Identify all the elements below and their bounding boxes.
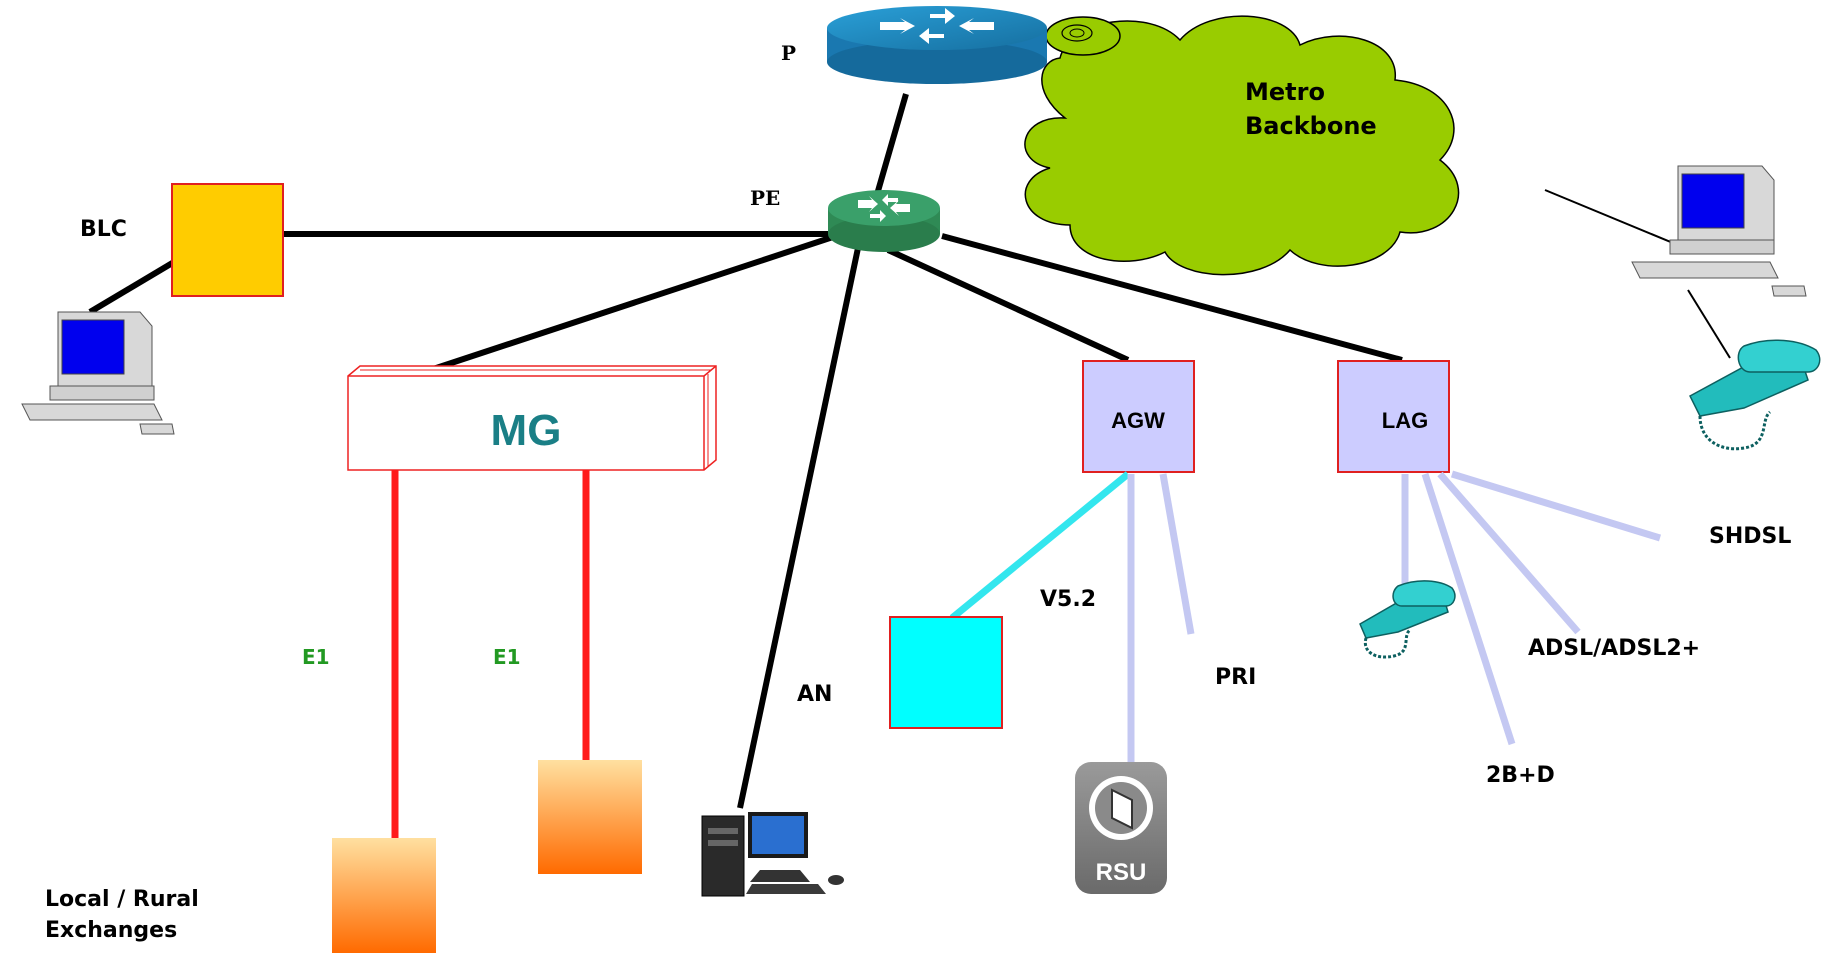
telephone-icon-right[interactable] — [1689, 339, 1821, 451]
rsu-label: RSU — [1096, 859, 1147, 886]
rsu-icon[interactable] — [1075, 762, 1167, 894]
pe-label: PE — [750, 186, 780, 210]
v52-node[interactable] — [889, 616, 1003, 729]
desktop-computer-icon[interactable] — [701, 812, 844, 897]
agw-node[interactable] — [1082, 360, 1195, 473]
an-label: AN — [797, 682, 832, 707]
link-cloud-pc — [1544, 189, 1691, 251]
telephone-icon-lag[interactable] — [1359, 580, 1456, 659]
shdsl-link — [1450, 470, 1662, 542]
p-label: P — [781, 41, 796, 65]
lag-label: LAG — [1382, 408, 1428, 433]
computer-icon-right[interactable] — [1631, 165, 1807, 297]
link-blc-pc — [88, 259, 176, 315]
adsl-link — [1437, 471, 1581, 635]
e1-label-right: E1 — [493, 645, 521, 669]
link-p-pe — [873, 93, 909, 199]
mg-node[interactable] — [347, 365, 717, 471]
agw-label: AGW — [1111, 408, 1165, 433]
exchanges-label: Local / Rural Exchanges — [45, 887, 206, 943]
link-pe-an — [737, 247, 861, 809]
backbone-links — [88, 93, 1403, 809]
isdn-link — [1421, 472, 1516, 746]
pe-router-icon[interactable] — [828, 190, 940, 252]
lag-node[interactable] — [1337, 360, 1450, 473]
exchange-right[interactable] — [538, 760, 642, 874]
link-pe-agw — [886, 247, 1130, 363]
e1-label-left: E1 — [302, 645, 330, 669]
p-router-icon[interactable] — [827, 6, 1047, 84]
pri-link — [1159, 473, 1195, 635]
link-pe-mg — [411, 233, 837, 379]
blc-label: BLC — [80, 217, 127, 242]
shdsl-label: SHDSL — [1709, 524, 1791, 549]
pri-label: PRI — [1215, 665, 1256, 690]
cloud-label: Metro Backbone — [1245, 78, 1377, 140]
link-pc-phone — [1687, 289, 1731, 359]
adsl-label: ADSL/ADSL2+ — [1528, 636, 1700, 661]
v52-link — [949, 471, 1131, 621]
computer-icon-left[interactable] — [21, 311, 175, 435]
link-pe-lag — [941, 233, 1403, 363]
exchange-left[interactable] — [332, 838, 436, 953]
isdn-label: 2B+D — [1486, 763, 1555, 788]
blc-node[interactable] — [171, 183, 284, 297]
v52-label: V5.2 — [1040, 587, 1096, 612]
mg-label: MG — [491, 406, 562, 455]
metro-backbone-cloud — [1024, 15, 1460, 276]
